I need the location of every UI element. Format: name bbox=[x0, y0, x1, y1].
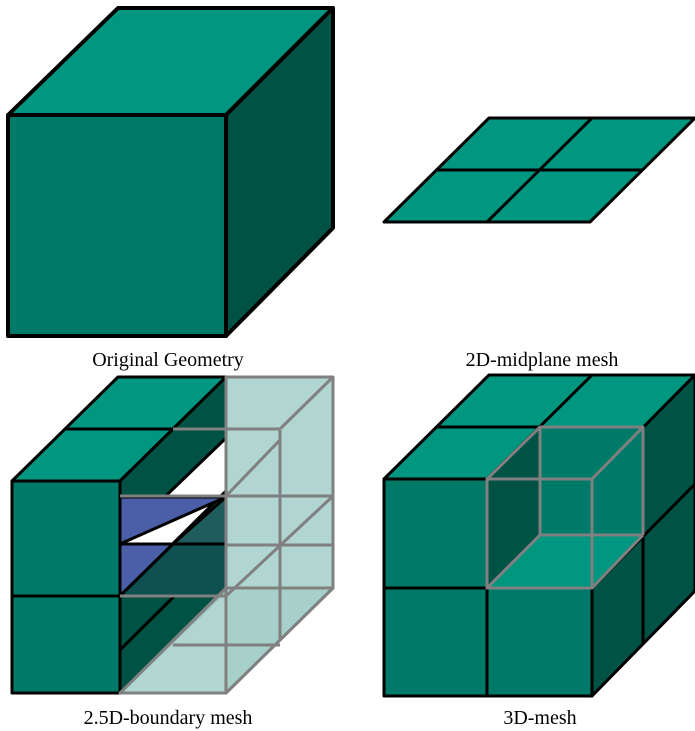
midplane-mesh bbox=[382, 116, 695, 224]
solid-mesh-panel: 3D-mesh bbox=[382, 373, 695, 729]
caption-2d-midplane-mesh: 2D-midplane mesh bbox=[466, 349, 619, 371]
boundary-mesh-panel: 2.5D-boundary mesh bbox=[10, 375, 335, 729]
original-geometry-panel: Original Geometry bbox=[6, 6, 335, 371]
cube-front-face bbox=[6, 113, 228, 338]
boundary-blue-elements bbox=[118, 495, 228, 598]
boundary-front-cells bbox=[10, 479, 122, 695]
removed-cell bbox=[485, 425, 645, 590]
original-cube bbox=[6, 6, 335, 338]
caption-2-5d-boundary-mesh: 2.5D-boundary mesh bbox=[84, 707, 253, 729]
midplane-mesh-panel: 2D-midplane mesh bbox=[382, 116, 695, 371]
caption-3d-mesh: 3D-mesh bbox=[503, 707, 576, 729]
midplane-grid-line bbox=[485, 116, 594, 224]
cutaway-grid-line bbox=[224, 438, 282, 498]
boundary-front-face bbox=[10, 479, 122, 695]
cutaway-grid-line bbox=[278, 375, 335, 431]
caption-original-geometry: Original Geometry bbox=[92, 349, 244, 371]
removed-cell-outline bbox=[485, 425, 645, 590]
boundary-cutaway-box bbox=[118, 375, 335, 695]
